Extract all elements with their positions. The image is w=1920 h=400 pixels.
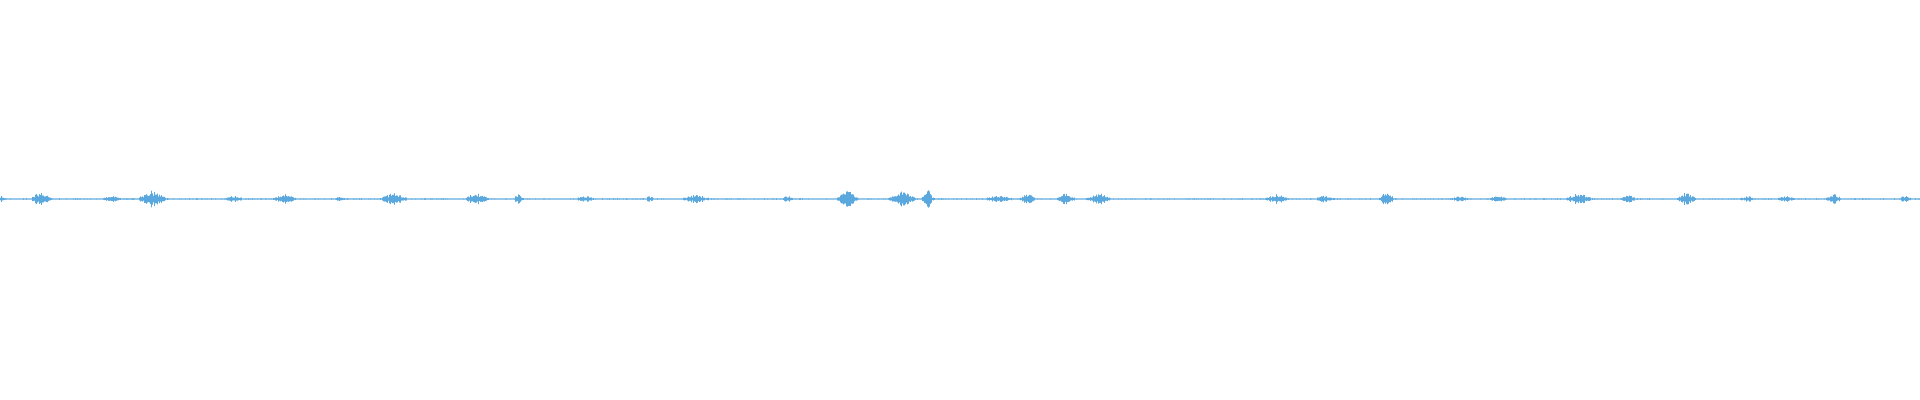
waveform-signal [0, 190, 1920, 208]
